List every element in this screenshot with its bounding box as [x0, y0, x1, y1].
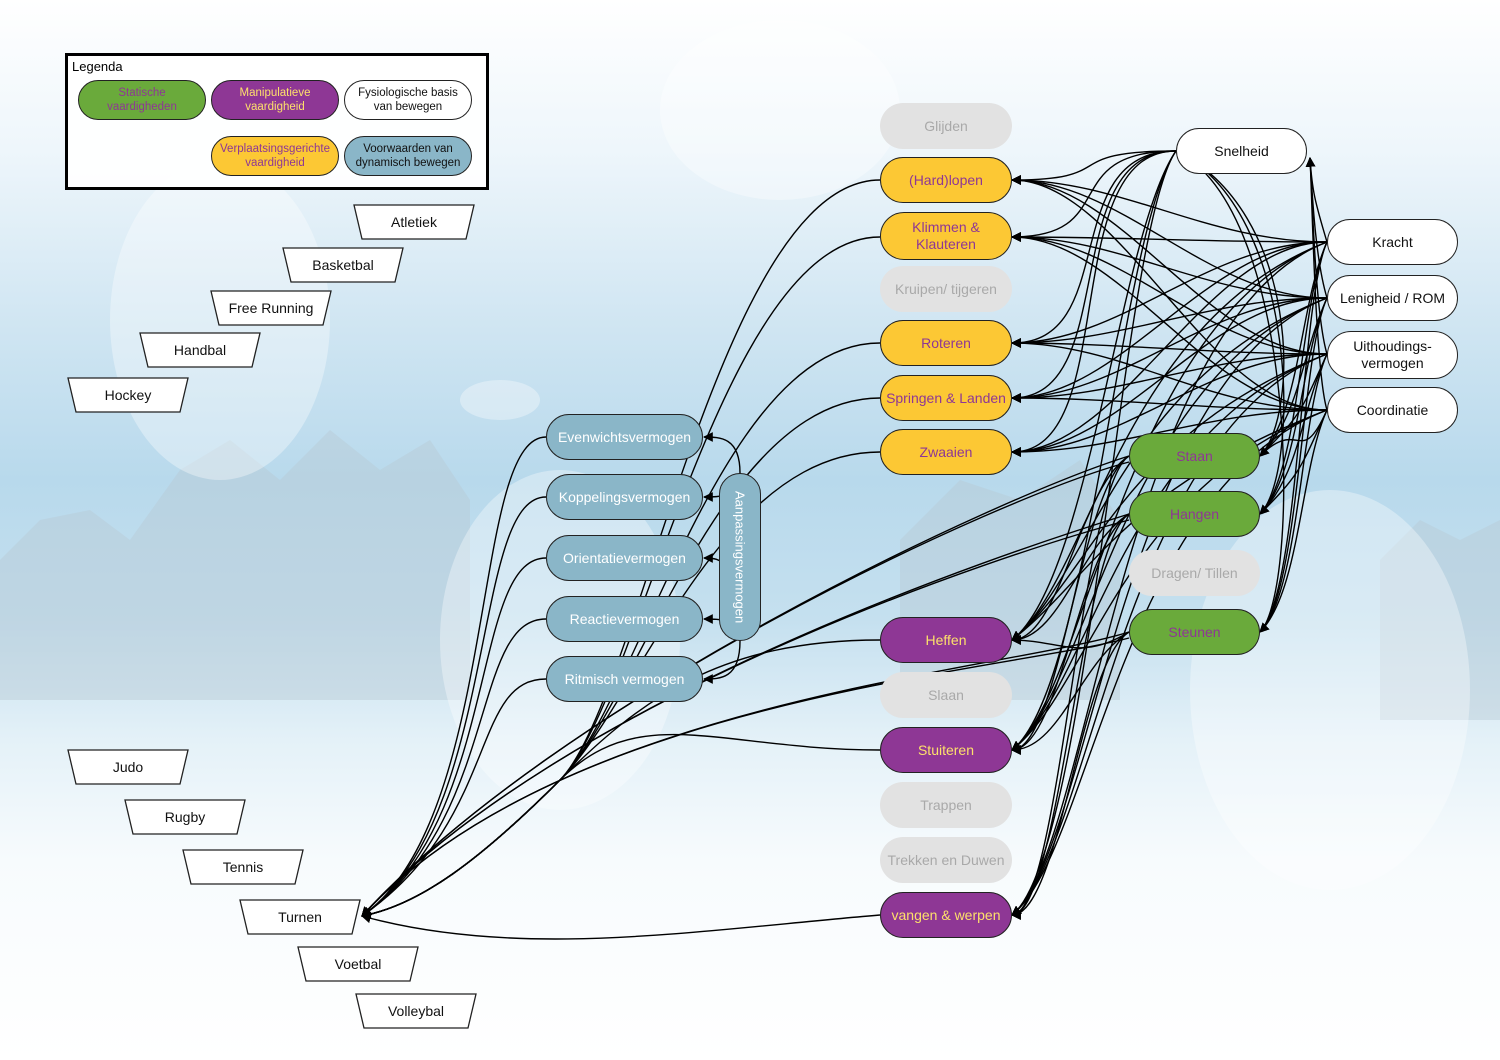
- sport-label: Basketbal: [312, 257, 374, 273]
- node-steunen[interactable]: Steunen: [1129, 609, 1260, 655]
- node-heffen[interactable]: Heffen: [880, 617, 1012, 663]
- sport-tennis[interactable]: Tennis: [182, 849, 304, 885]
- sport-shape: [210, 290, 332, 326]
- sport-label: Rugby: [164, 809, 206, 825]
- legend: Legenda Statische vaardigheden Manipulat…: [65, 53, 489, 190]
- node-trappen[interactable]: Trappen: [880, 782, 1012, 828]
- legend-manipulative-skill: Manipulatieve vaardigheid: [211, 80, 339, 120]
- node-glijden[interactable]: Glijden: [880, 103, 1012, 149]
- node-koppelingsvermogen[interactable]: Koppelingsvermogen: [546, 474, 703, 520]
- sport-shape: [239, 899, 361, 935]
- sport-shape: [355, 993, 477, 1029]
- node-ritmisch-vermogen[interactable]: Ritmisch vermogen: [546, 656, 703, 702]
- sport-label: Judo: [112, 759, 144, 775]
- sport-turnen[interactable]: Turnen: [239, 899, 361, 935]
- legend-dynamic-conditions: Voorwaarden van dynamisch bewegen: [344, 136, 472, 176]
- node-reactievermogen[interactable]: Reactievermogen: [546, 596, 703, 642]
- legend-title: Legenda: [72, 59, 123, 74]
- sport-label: Volleybal: [387, 1003, 445, 1019]
- legend-physiological-basis: Fysiologische basis van bewegen: [344, 80, 472, 120]
- sport-voetbal[interactable]: Voetbal: [297, 946, 419, 982]
- node-vangen-werpen[interactable]: vangen & werpen: [880, 892, 1012, 938]
- sport-label: Tennis: [222, 859, 264, 875]
- node-trekken-duwen[interactable]: Trekken en Duwen: [880, 837, 1012, 883]
- node-hangen[interactable]: Hangen: [1129, 491, 1260, 537]
- sport-label: Handbal: [173, 342, 227, 358]
- sport-basketbal[interactable]: Basketbal: [282, 247, 404, 283]
- sport-judo[interactable]: Judo: [67, 749, 189, 785]
- node-hardlopen[interactable]: (Hard)lopen: [880, 157, 1012, 203]
- sport-label: Hockey: [104, 387, 152, 403]
- aanpassingsvermogen-label: Aanpassingsvermogen: [732, 490, 748, 624]
- sport-atletiek[interactable]: Atletiek: [353, 204, 475, 240]
- sport-label: Voetbal: [334, 956, 382, 972]
- node-klimmen-klauteren[interactable]: Klimmen & Klauteren: [880, 212, 1012, 260]
- node-kruipen-tijgeren[interactable]: Kruipen/ tijgeren: [880, 266, 1012, 312]
- node-roteren[interactable]: Roteren: [880, 320, 1012, 366]
- sport-label: Atletiek: [391, 214, 437, 230]
- node-orientatievermogen[interactable]: Orientatievermogen: [546, 535, 703, 581]
- node-snelheid[interactable]: Snelheid: [1176, 128, 1307, 174]
- node-lenigheid-rom[interactable]: Lenigheid / ROM: [1327, 275, 1458, 321]
- sport-handbal[interactable]: Handbal: [139, 332, 261, 368]
- sport-shape: [67, 749, 189, 785]
- sport-shape: [297, 946, 419, 982]
- legend-locomotor-skill: Verplaatsingsgerichte vaardigheid: [211, 136, 339, 176]
- node-stuiteren[interactable]: Stuiteren: [880, 727, 1012, 773]
- sport-label: Free Running: [228, 300, 314, 316]
- node-kracht[interactable]: Kracht: [1327, 219, 1458, 265]
- node-evenwichtsvermogen[interactable]: Evenwichtsvermogen: [546, 414, 703, 460]
- sport-volleybal[interactable]: Volleybal: [355, 993, 477, 1029]
- node-uithoudingsvermogen[interactable]: Uithoudings-vermogen: [1327, 331, 1458, 379]
- node-dragen-tillen[interactable]: Dragen/ Tillen: [1129, 550, 1260, 596]
- sport-shape: [182, 849, 304, 885]
- sport-shape: [124, 799, 246, 835]
- sport-rugby[interactable]: Rugby: [124, 799, 246, 835]
- legend-static-skills: Statische vaardigheden: [78, 80, 206, 120]
- sport-label: Turnen: [278, 909, 322, 925]
- node-staan[interactable]: Staan: [1129, 433, 1260, 479]
- sport-shape: [139, 332, 261, 368]
- sport-shape: [67, 377, 189, 413]
- sport-hockey[interactable]: Hockey: [67, 377, 189, 413]
- node-coordinatie[interactable]: Coordinatie: [1327, 387, 1458, 433]
- node-aanpassingsvermogen[interactable]: Aanpassingsvermogen: [719, 473, 761, 641]
- sport-free-running[interactable]: Free Running: [210, 290, 332, 326]
- node-slaan[interactable]: Slaan: [880, 672, 1012, 718]
- node-springen-landen[interactable]: Springen & Landen: [880, 375, 1012, 421]
- node-zwaaien[interactable]: Zwaaien: [880, 429, 1012, 475]
